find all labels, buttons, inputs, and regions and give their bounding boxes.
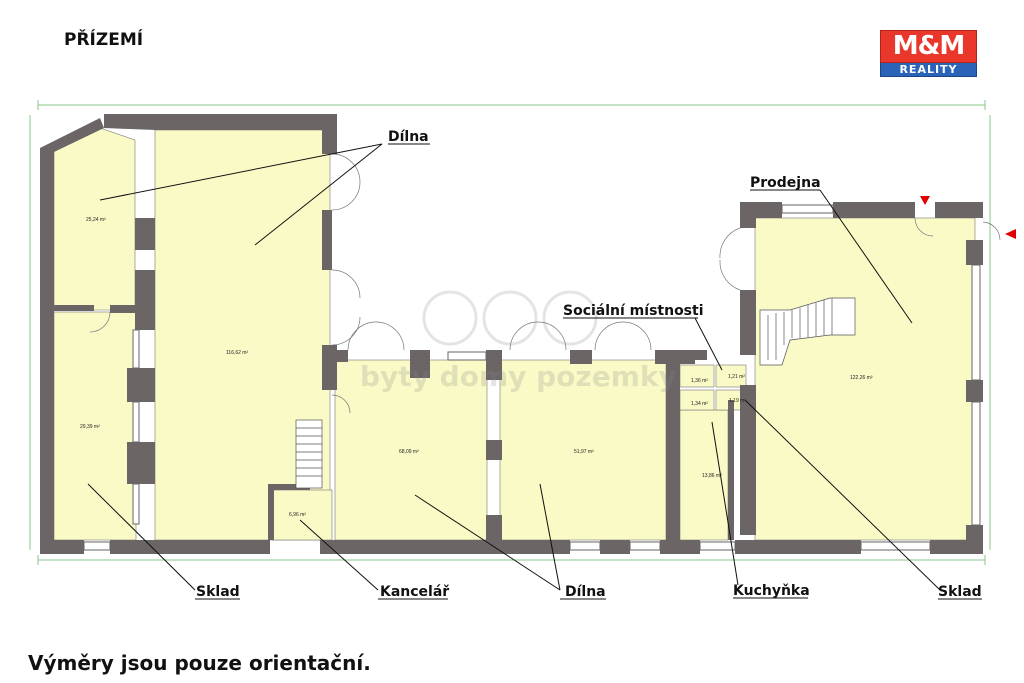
watermark-text: byty domy pozemky xyxy=(360,360,677,393)
dimension-lines xyxy=(29,100,991,565)
label-prodejna: Prodejna xyxy=(750,175,821,191)
area-label: 1,19 m² xyxy=(729,398,746,404)
stairs xyxy=(295,297,856,489)
room-floors xyxy=(53,127,976,541)
door-swings xyxy=(89,153,1001,414)
leader-lines xyxy=(87,143,941,591)
area-label: 1,34 m² xyxy=(691,401,708,407)
company-logo: M&M REALITY xyxy=(880,30,977,77)
area-label: 51,97 m² xyxy=(574,449,594,455)
area-label: 29,39 m² xyxy=(80,424,100,430)
entrance-marker-right xyxy=(1005,229,1016,239)
logo-bottom-text: REALITY xyxy=(880,63,977,77)
area-label: 25,24 m² xyxy=(86,217,106,223)
walls xyxy=(40,114,983,554)
entrance-markers xyxy=(920,196,1016,239)
label-kuchynka: Kuchyňka xyxy=(733,583,810,599)
label-socialni-mistnosti: Sociální místnosti xyxy=(563,303,704,319)
label-sklad-right: Sklad xyxy=(938,584,982,600)
area-label: 13,86 m² xyxy=(702,473,722,479)
label-dilna-bottom: Dílna xyxy=(565,584,606,600)
area-label: 122,26 m² xyxy=(850,375,873,381)
label-kancelar: Kancelář xyxy=(380,584,449,600)
area-label: 116,62 m² xyxy=(226,350,248,356)
label-dilna-top: Dílna xyxy=(388,129,429,145)
page-title: PŘÍZEMÍ xyxy=(64,30,144,50)
logo-top-text: M&M xyxy=(880,30,977,63)
area-labels: 25,24 m² 29,39 m² 116,62 m² 6,96 m² 68,0… xyxy=(80,217,873,518)
area-label: 68,09 m² xyxy=(399,449,419,455)
area-label: 1,21 m² xyxy=(728,374,745,380)
area-label: 1,36 m² xyxy=(691,378,708,384)
entrance-marker-top xyxy=(920,196,930,205)
footer-note: Výměry jsou pouze orientační. xyxy=(28,651,371,675)
room-labels: Dílna Prodejna Sociální místnosti Sklad … xyxy=(195,129,982,600)
area-label: 6,96 m² xyxy=(289,512,306,518)
label-sklad-left: Sklad xyxy=(196,584,240,600)
